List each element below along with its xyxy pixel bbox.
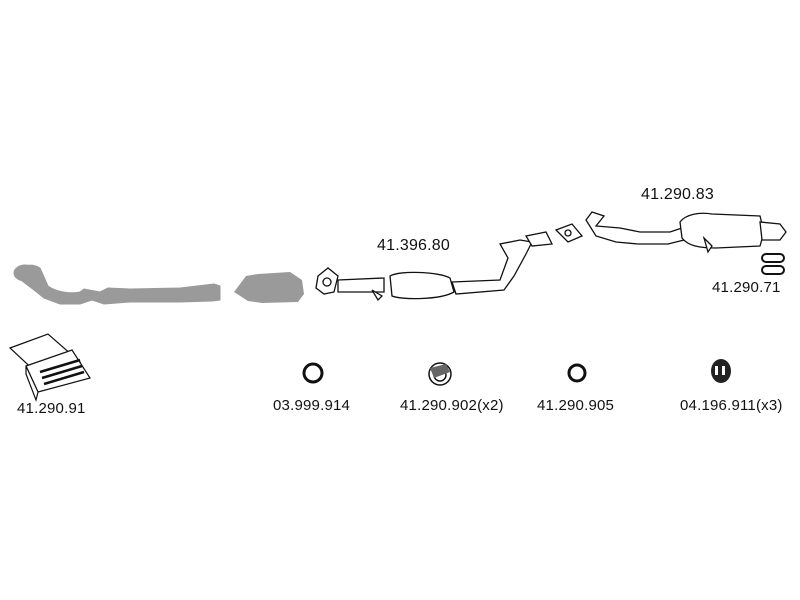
part-label-fitting-kit: 41.290.91	[17, 400, 86, 417]
part-label-rubber-mount: 41.290.902(x2)	[400, 397, 504, 414]
part-label-seal-ring: 03.999.914	[273, 397, 351, 414]
seal-ring-shape	[302, 362, 324, 384]
seal-ring-2-shape	[567, 363, 587, 383]
catalytic-converter-shape	[234, 272, 304, 303]
fitting-kit-shape	[8, 333, 91, 402]
part-label-tail-rings: 41.290.71	[712, 279, 781, 296]
centre-silencer-shape	[315, 231, 554, 302]
rubber-mount-shape	[428, 362, 452, 386]
tail-rings-shape	[761, 253, 785, 275]
part-label-centre-silencer: 41.396.80	[377, 237, 450, 254]
rubber-hanger-shape	[711, 359, 731, 383]
front-pipe-shape	[13, 264, 221, 305]
part-label-rubber-hanger: 04.196.911(x3)	[680, 397, 783, 414]
rear-silencer-shape	[554, 211, 787, 254]
part-label-seal-ring-2: 41.290.905	[537, 397, 615, 414]
part-label-rear-silencer: 41.290.83	[641, 186, 714, 203]
